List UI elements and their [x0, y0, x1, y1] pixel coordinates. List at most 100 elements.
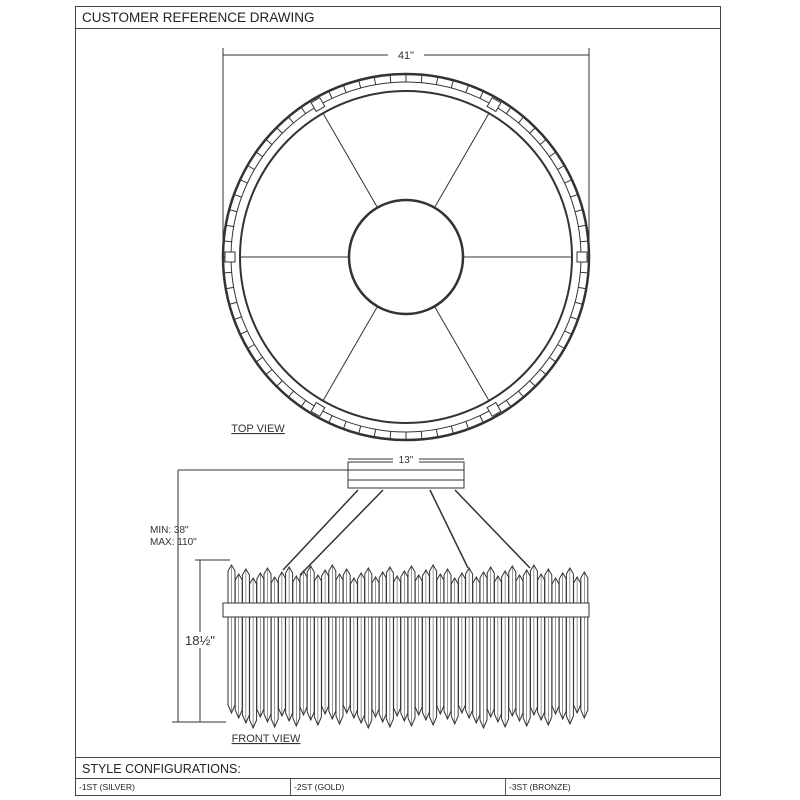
max-height: MAX: 110"	[150, 537, 197, 548]
spoke-mount	[486, 97, 502, 113]
crystal	[371, 576, 380, 719]
bead-divider	[529, 127, 536, 134]
crystal	[465, 567, 474, 720]
crystal	[515, 574, 524, 723]
style-configurations-heading: STYLE CONFIGURATIONS:	[75, 757, 721, 779]
bead-divider	[580, 271, 589, 274]
spoke-mount	[576, 251, 588, 263]
bead-divider	[479, 90, 484, 99]
crystal	[544, 568, 553, 727]
crystal	[472, 576, 481, 725]
center-hub	[347, 198, 465, 316]
crystal	[479, 571, 488, 730]
bead-divider	[465, 421, 470, 430]
crystal	[429, 564, 438, 727]
crystal	[321, 569, 330, 716]
body-height: 18½"	[185, 633, 215, 648]
bead-divider	[358, 425, 362, 434]
crystal	[349, 577, 358, 720]
crystal	[565, 567, 574, 726]
bead-divider	[300, 106, 307, 114]
bead-divider	[300, 400, 307, 408]
bead-divider	[225, 286, 234, 290]
crystal	[529, 564, 538, 717]
bead-divider	[373, 429, 377, 438]
bead-divider	[223, 240, 232, 243]
bead-divider	[342, 84, 347, 93]
bead-divider	[342, 421, 347, 430]
bead-divider	[580, 240, 589, 243]
crystal	[285, 566, 294, 723]
spoke-mount	[310, 97, 326, 113]
bead-divider	[529, 380, 536, 387]
bead-divider	[247, 344, 255, 349]
bead-divider	[435, 76, 439, 85]
style-option-gold: -2ST (GOLD)	[291, 779, 506, 795]
crystal	[580, 571, 589, 720]
bead-divider	[564, 179, 573, 184]
style-option-silver: -1ST (SILVER)	[76, 779, 291, 795]
crystal	[299, 570, 308, 717]
crystal	[551, 577, 560, 716]
crystal	[450, 577, 459, 726]
bead-divider	[479, 415, 484, 424]
crystal	[558, 572, 567, 721]
bead-divider	[570, 316, 579, 321]
crystal	[486, 566, 495, 719]
bead-divider	[389, 74, 392, 83]
front-view-drawing	[172, 458, 590, 730]
bead-divider	[229, 209, 238, 213]
bead-divider	[505, 400, 512, 408]
crystal	[385, 566, 394, 729]
bead-divider	[239, 179, 248, 184]
bead-divider	[276, 127, 283, 134]
crystal	[443, 568, 452, 721]
crystal	[573, 576, 582, 715]
crystal	[270, 576, 279, 729]
bead-divider	[328, 415, 333, 424]
crystal	[292, 575, 301, 728]
crystal	[522, 569, 531, 728]
crystal	[421, 569, 430, 722]
crystal	[227, 564, 236, 715]
crystal	[241, 568, 250, 725]
spoke	[322, 112, 378, 208]
bead-divider	[265, 369, 273, 376]
bead-divider	[255, 151, 263, 158]
bead-divider	[265, 138, 273, 145]
bead-divider	[518, 116, 525, 124]
top-view-label: TOP VIEW	[231, 423, 285, 435]
bead-divider	[233, 193, 242, 198]
bead-divider	[276, 380, 283, 387]
bead-divider	[465, 84, 470, 93]
drawing-title: CUSTOMER REFERENCE DRAWING	[75, 6, 721, 29]
bead-divider	[574, 209, 583, 213]
bead-divider	[549, 151, 557, 158]
crystal	[328, 564, 337, 721]
style-option-bronze: -3ST (BRONZE)	[509, 782, 571, 792]
bead-divider	[557, 165, 565, 170]
bead-divider	[450, 80, 454, 89]
crystal	[263, 567, 272, 724]
spoke-mount	[224, 251, 236, 263]
bead-divider	[358, 80, 362, 89]
crystal	[306, 565, 315, 722]
bead-divider	[557, 344, 565, 349]
crystal	[493, 575, 502, 724]
crystal	[414, 574, 423, 717]
bead-divider	[578, 286, 587, 290]
crystal	[277, 571, 286, 718]
canopy-dimension: 13"	[399, 455, 414, 466]
crystal	[407, 565, 416, 728]
bead-divider	[287, 116, 294, 124]
bead-divider	[574, 301, 583, 305]
crystal	[256, 572, 265, 719]
bead-divider	[247, 165, 255, 170]
crystal	[234, 573, 243, 720]
bead-divider	[549, 356, 557, 363]
bead-divider	[450, 425, 454, 434]
crystal	[400, 570, 409, 723]
bead-divider	[420, 431, 423, 440]
crystal	[357, 572, 366, 725]
crystal	[457, 572, 466, 715]
